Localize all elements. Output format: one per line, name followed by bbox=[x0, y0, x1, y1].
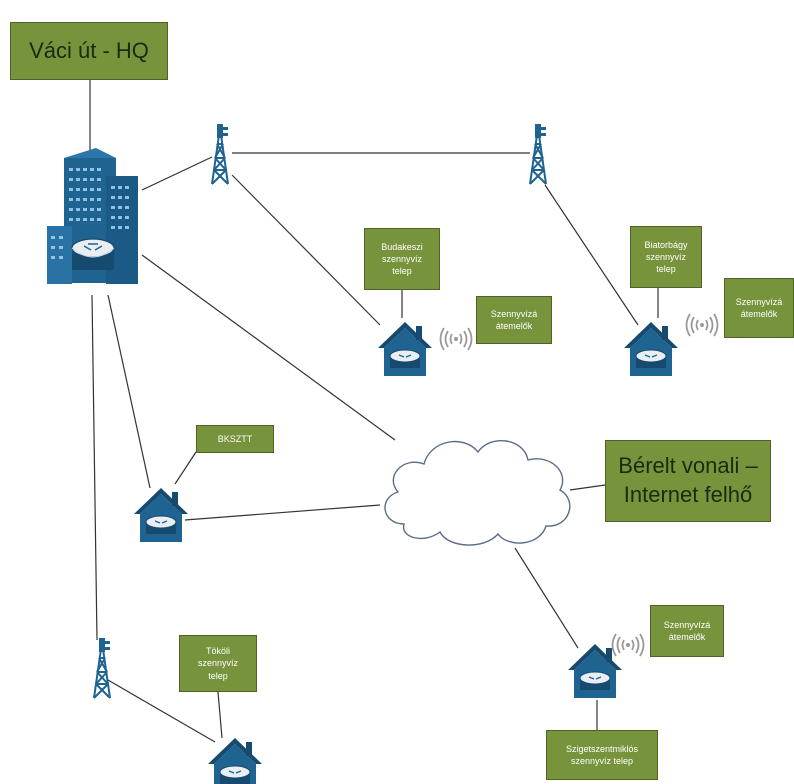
house-router-icon bbox=[134, 488, 188, 542]
radio-tower-icon bbox=[211, 124, 229, 185]
link-hq-bksztt bbox=[107, 294, 151, 489]
wireless-signal-icon bbox=[611, 633, 645, 657]
link-hq-cloud bbox=[141, 254, 396, 441]
house-router-icon bbox=[378, 322, 432, 376]
office-building-router-icon bbox=[47, 148, 138, 284]
budakeszi-pumps-label: Szennyvízá átemelők bbox=[476, 296, 552, 344]
link-tokoli-label bbox=[217, 691, 223, 739]
link-tower3-tokoli bbox=[107, 679, 216, 743]
tokoli-label: Tököli szennyvíz telep bbox=[179, 635, 257, 692]
link-bksztt-label bbox=[174, 451, 197, 485]
biatorbagy-pumps-label: Szennyvízá átemelők bbox=[724, 278, 794, 338]
link-cloud-label bbox=[569, 484, 606, 491]
house-router-icon bbox=[208, 738, 262, 784]
radio-tower-icon bbox=[529, 124, 547, 185]
house-router-icon bbox=[624, 322, 678, 376]
cloud-icon bbox=[384, 439, 571, 546]
link-tower1-budakeszi bbox=[231, 174, 381, 326]
bksztt-label: BKSZTT bbox=[196, 425, 274, 453]
budakeszi-label: Budakeszi szennyvíz telep bbox=[364, 228, 440, 290]
link-bksztt-cloud bbox=[184, 504, 381, 521]
hq-label: Váci út - HQ bbox=[10, 22, 168, 80]
szigetszentmiklos-label: Szigetszentmiklós szennyvíz telep bbox=[546, 730, 658, 780]
biatorbagy-label: Biatorbágy szennyvíz telep bbox=[630, 226, 702, 288]
house-router-icon bbox=[568, 644, 622, 698]
link-hq-tower3 bbox=[91, 294, 98, 641]
link-tower2-biatorbagy bbox=[544, 184, 639, 326]
radio-tower-icon bbox=[93, 638, 111, 699]
link-hq-tower1 bbox=[141, 156, 213, 191]
wireless-signal-icon bbox=[685, 313, 719, 337]
link-cloud-szigetszentmiklos bbox=[514, 547, 579, 649]
szigetszentmiklos-pumps-label: Szennyvízá átemelők bbox=[650, 605, 724, 657]
cloud-label: Bérelt vonali – Internet felhő bbox=[605, 440, 771, 522]
wireless-signal-icon bbox=[439, 327, 473, 351]
